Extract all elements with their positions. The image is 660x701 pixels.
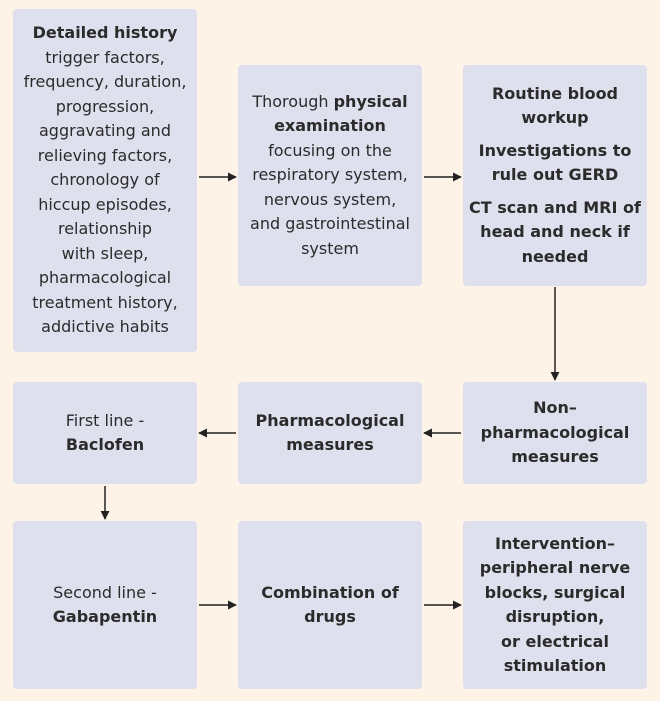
history-line-11: treatment history, xyxy=(32,292,178,312)
imaging-line-1: CT scan and MRI of xyxy=(469,197,641,217)
history-line-10: pharmacological xyxy=(38,268,172,288)
exam-line-4: respiratory system, xyxy=(252,165,408,185)
history-line-2: frequency, duration, xyxy=(23,72,187,92)
exam-physical: physical xyxy=(333,91,408,111)
pharm-line-2: measures xyxy=(286,435,374,454)
imaging-line-2: head and neck if xyxy=(480,222,630,242)
history-line-9: with sleep, xyxy=(61,243,149,263)
intervention-line-6: stimulation xyxy=(503,656,607,675)
intervention-box: Intervention– peripheral nerve blocks, s… xyxy=(463,521,647,689)
intervention-line-1: Intervention– xyxy=(495,533,615,553)
routine-blood-line-2: workup xyxy=(521,108,589,128)
history-line-4: aggravating and xyxy=(39,121,171,141)
combination-box: Combination of drugs xyxy=(238,521,422,689)
history-line-8: relationship xyxy=(57,219,153,239)
nonpharm-line-3: measures xyxy=(511,447,599,467)
exam-line-7: system xyxy=(301,238,359,258)
second-line-label: Second line - xyxy=(53,582,157,602)
history-line-5: relieving factors, xyxy=(37,145,173,165)
gerd-line-1: Investigations to xyxy=(478,140,632,160)
intervention-line-2: peripheral nerve xyxy=(479,558,631,577)
detailed-history-title: Detailed history xyxy=(32,23,178,43)
routine-blood-line-1: Routine blood xyxy=(491,83,619,103)
imaging-line-3: needed xyxy=(521,246,589,266)
pharmacological-box: Pharmacological measures xyxy=(238,382,422,484)
exam-line-5: nervous system, xyxy=(263,189,397,209)
history-line-3: progression, xyxy=(55,96,155,116)
first-line-drug: Baclofen xyxy=(65,435,145,454)
history-line-6: chronology of xyxy=(50,170,160,190)
nonpharm-line-1: Non– xyxy=(533,398,577,418)
physical-examination-box: Thorough physical examination focusing o… xyxy=(238,65,422,286)
exam-examination: examination xyxy=(274,116,386,136)
combination-line-1: Combination of xyxy=(261,582,399,602)
history-line-12: addictive habits xyxy=(41,317,169,337)
detailed-history-box: Detailed history trigger factors, freque… xyxy=(13,9,197,352)
intervention-line-5: or electrical xyxy=(501,631,609,651)
second-line-drug: Gabapentin xyxy=(52,607,158,626)
gerd-line-2: rule out GERD xyxy=(491,165,619,185)
history-line-1: trigger factors, xyxy=(45,47,165,67)
first-line-label: First line - xyxy=(65,410,145,430)
pharm-line-1: Pharmacological xyxy=(255,410,405,430)
first-line-box: First line - Baclofen xyxy=(13,382,197,484)
exam-line-6: and gastrointestinal xyxy=(250,214,410,234)
intervention-line-4: disruption, xyxy=(505,607,605,626)
combination-line-2: drugs xyxy=(304,607,356,626)
non-pharmacological-box: Non– pharmacological measures xyxy=(463,382,647,484)
exam-line-3: focusing on the xyxy=(268,140,392,160)
history-line-7: hiccup episodes, xyxy=(38,194,172,214)
investigations-box: Routine blood workup Investigations to r… xyxy=(463,65,647,286)
intervention-line-3: blocks, surgical xyxy=(484,582,626,602)
second-line-box: Second line - Gabapentin xyxy=(13,521,197,689)
nonpharm-line-2: pharmacological xyxy=(480,422,630,442)
exam-line-1: Thorough physical xyxy=(252,90,407,115)
exam-thorough: Thorough xyxy=(252,91,334,111)
